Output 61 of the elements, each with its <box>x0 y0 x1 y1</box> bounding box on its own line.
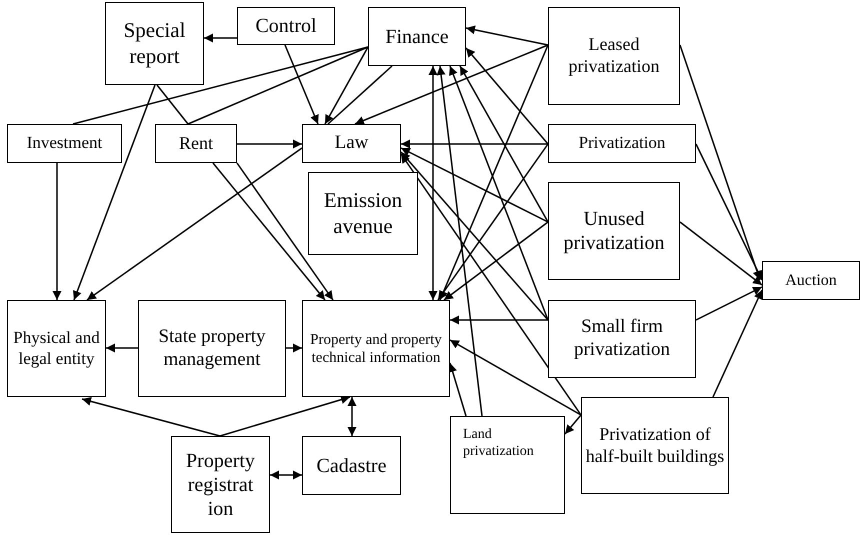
process-box: Privatization <box>548 124 696 163</box>
arrow <box>220 395 350 437</box>
arrow <box>204 34 237 42</box>
process-box: Property registrat ion <box>171 436 270 533</box>
connector-line <box>328 65 392 125</box>
process-box: Law <box>302 124 401 163</box>
process-box: Leased privatization <box>548 7 680 105</box>
arrow <box>444 221 548 301</box>
arrow <box>439 44 549 300</box>
process-box: Property and property technical information <box>302 300 450 397</box>
process-box: Cadastre <box>302 436 401 495</box>
arrow <box>52 163 62 300</box>
arrow <box>106 344 138 352</box>
arrow <box>270 470 302 480</box>
arrow <box>696 286 762 321</box>
arrow <box>465 48 549 144</box>
process-box: Land privatization <box>450 416 565 514</box>
process-box: Control <box>237 7 335 45</box>
process-box: Small firm privatization <box>548 300 696 378</box>
arrow <box>428 66 438 300</box>
process-box: Finance <box>368 7 466 66</box>
arrow <box>354 44 548 125</box>
arrow <box>680 221 762 286</box>
connector-line <box>156 84 189 124</box>
arrow <box>450 339 582 416</box>
arrow <box>324 46 369 124</box>
arrow <box>679 44 762 280</box>
arrow <box>400 147 548 223</box>
process-box: Emission avenue <box>308 172 418 255</box>
process-box: Privatization of half-built buildings <box>581 397 729 494</box>
arrow <box>712 290 763 398</box>
arrow <box>459 66 549 222</box>
arrow <box>82 396 220 437</box>
arrow <box>212 162 326 300</box>
arrow <box>286 344 302 352</box>
arrow <box>348 397 356 436</box>
arrow <box>437 144 549 300</box>
arrow <box>86 147 302 301</box>
arrow <box>72 84 156 300</box>
arrow <box>449 66 549 320</box>
arrow <box>400 152 549 320</box>
arrow <box>450 316 548 324</box>
arrow <box>448 362 467 416</box>
arrow <box>436 66 483 416</box>
arrow <box>284 44 319 124</box>
connector-line <box>188 46 368 125</box>
connector-line <box>72 46 368 125</box>
arrow <box>236 162 334 300</box>
process-box: Special report <box>105 2 204 85</box>
process-box: Investment <box>7 124 122 163</box>
arrow <box>237 140 302 148</box>
process-box: Physical and legal entity <box>7 300 106 397</box>
process-box: Unused privatization <box>548 182 680 280</box>
arrow <box>400 154 582 416</box>
process-box: State property management <box>138 300 286 397</box>
arrow <box>466 25 548 46</box>
arrow <box>564 414 582 434</box>
process-box: Auction <box>762 261 860 300</box>
arrow <box>695 144 763 280</box>
process-box: Rent <box>155 124 237 163</box>
arrow <box>401 140 548 148</box>
